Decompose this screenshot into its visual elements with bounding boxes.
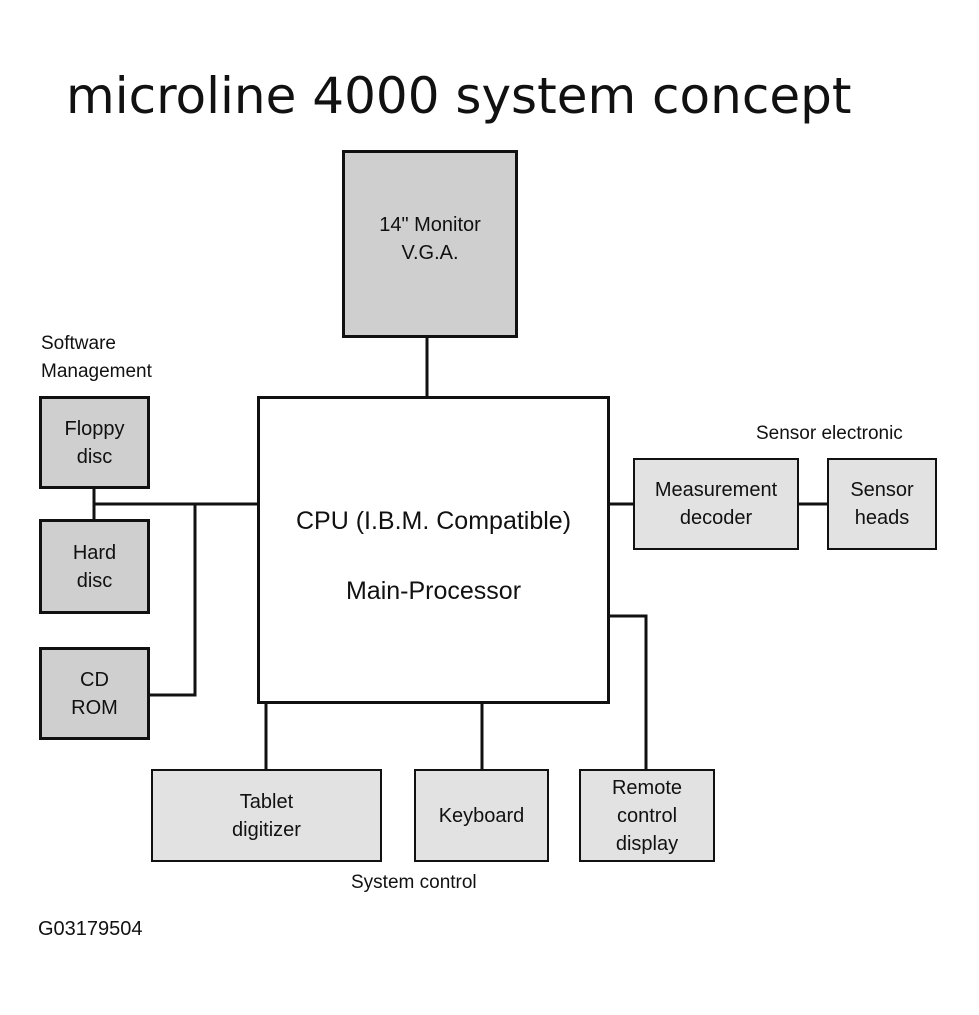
keyboard-box: Keyboard	[414, 769, 549, 862]
diagram-title: microline 4000 system concept	[66, 67, 852, 125]
system-control-label: System control	[351, 872, 477, 893]
remote-control-display-box: Remote control display	[579, 769, 715, 862]
measurement-decoder-box: Measurement decoder	[633, 458, 799, 550]
hard-disc-box: Hard disc	[39, 519, 150, 614]
tablet-digitizer-box: Tablet digitizer	[151, 769, 382, 862]
line-cpu-remote	[608, 614, 648, 770]
line-cdrom-bus	[149, 504, 197, 697]
cpu-box: CPU (I.B.M. Compatible) Main-Processor	[257, 396, 610, 704]
floppy-disc-box: Floppy disc	[39, 396, 150, 489]
sensor-electronic-label: Sensor electronic	[756, 423, 903, 444]
main-processor-label: Main-Processor	[345, 577, 522, 605]
cpu-label: CPU (I.B.M. Compatible)	[295, 507, 572, 535]
sensor-heads-box: Sensor heads	[827, 458, 937, 550]
cd-rom-box: CD ROM	[39, 647, 150, 740]
figure-id: G03179504	[38, 918, 143, 940]
software-management-label: Software Management	[41, 333, 152, 382]
monitor-box: 14" Monitor V.G.A.	[342, 150, 518, 338]
